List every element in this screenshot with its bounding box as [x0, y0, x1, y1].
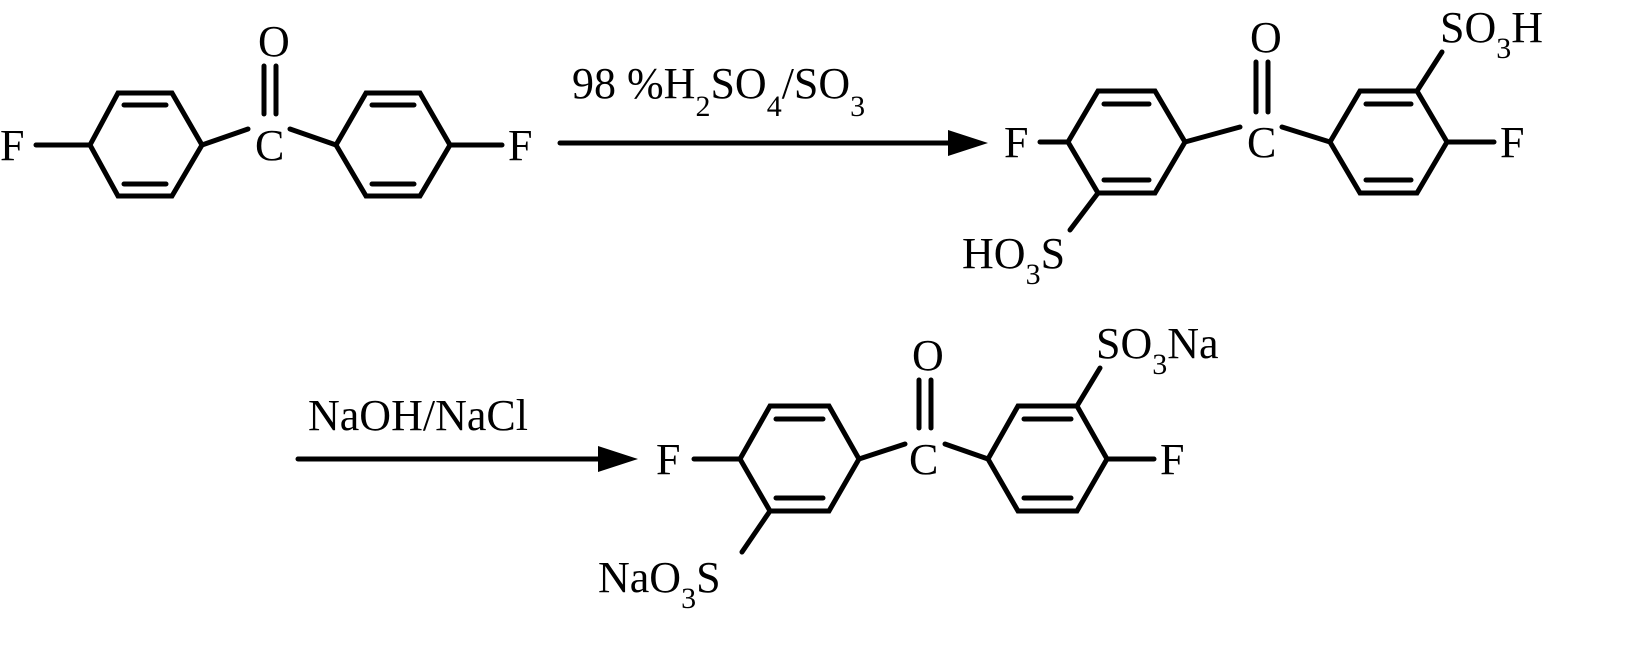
bond-ring-left-carbonyl — [1182, 124, 1243, 145]
ring-left — [1065, 88, 1188, 196]
atom-f-right: F — [1160, 435, 1184, 484]
atom-f-right: F — [1500, 118, 1524, 167]
atom-f-right: F — [508, 121, 532, 170]
reagent-sulfonation: 98 %H2SO4/SO3 — [572, 59, 865, 123]
molecule-disulfonic-acid: F O C F SO3H HO3S — [962, 3, 1543, 291]
reagent-neutralization: NaOH/NaCl — [308, 391, 528, 440]
arrowhead-1 — [948, 130, 988, 156]
bond-ring-left-sulfonate — [739, 508, 773, 555]
ring-right — [985, 403, 1110, 514]
arrowhead-2 — [598, 446, 638, 472]
molecule-disodium-salt: F O C F SO3Na NaO3S — [598, 319, 1219, 615]
bond-carbonyl-ring-right — [287, 126, 339, 148]
bond-carbonyl-ring-right — [942, 441, 991, 462]
reaction-arrow-1 — [557, 130, 988, 156]
group-nao3s: NaO3S — [598, 553, 721, 615]
bond-carbonyl-ring-right — [1279, 124, 1333, 145]
bond-ring-right-sulfonate — [1074, 365, 1103, 409]
carbonyl-double-bond — [261, 63, 279, 117]
reaction-arrow-2 — [295, 446, 638, 472]
ring-left — [737, 403, 862, 514]
atom-f-left: F — [1004, 118, 1028, 167]
ring-right — [1327, 88, 1450, 196]
bond-ring-left-carbonyl — [856, 441, 908, 462]
carbonyl-double-bond — [916, 377, 934, 431]
atom-c: C — [1247, 118, 1276, 167]
atom-o: O — [258, 17, 290, 66]
atom-o: O — [1250, 13, 1282, 62]
bond-ring-left-carbonyl — [199, 126, 251, 148]
carbonyl-double-bond — [1253, 59, 1271, 115]
bond-ring-left-sulfonic — [1067, 190, 1101, 233]
bond-ring-right-sulfonic — [1414, 49, 1445, 94]
atom-c: C — [909, 435, 938, 484]
ring-right — [333, 90, 453, 199]
group-so3h: SO3H — [1440, 3, 1543, 65]
atom-f-left: F — [656, 435, 680, 484]
atom-c: C — [255, 121, 284, 170]
atom-o: O — [912, 331, 944, 380]
ring-left — [87, 90, 205, 199]
group-ho3s: HO3S — [962, 229, 1065, 291]
molecule-difluorobenzophenone: F O C F — [0, 17, 532, 199]
atom-f-left: F — [0, 121, 24, 170]
group-so3na: SO3Na — [1096, 319, 1219, 381]
